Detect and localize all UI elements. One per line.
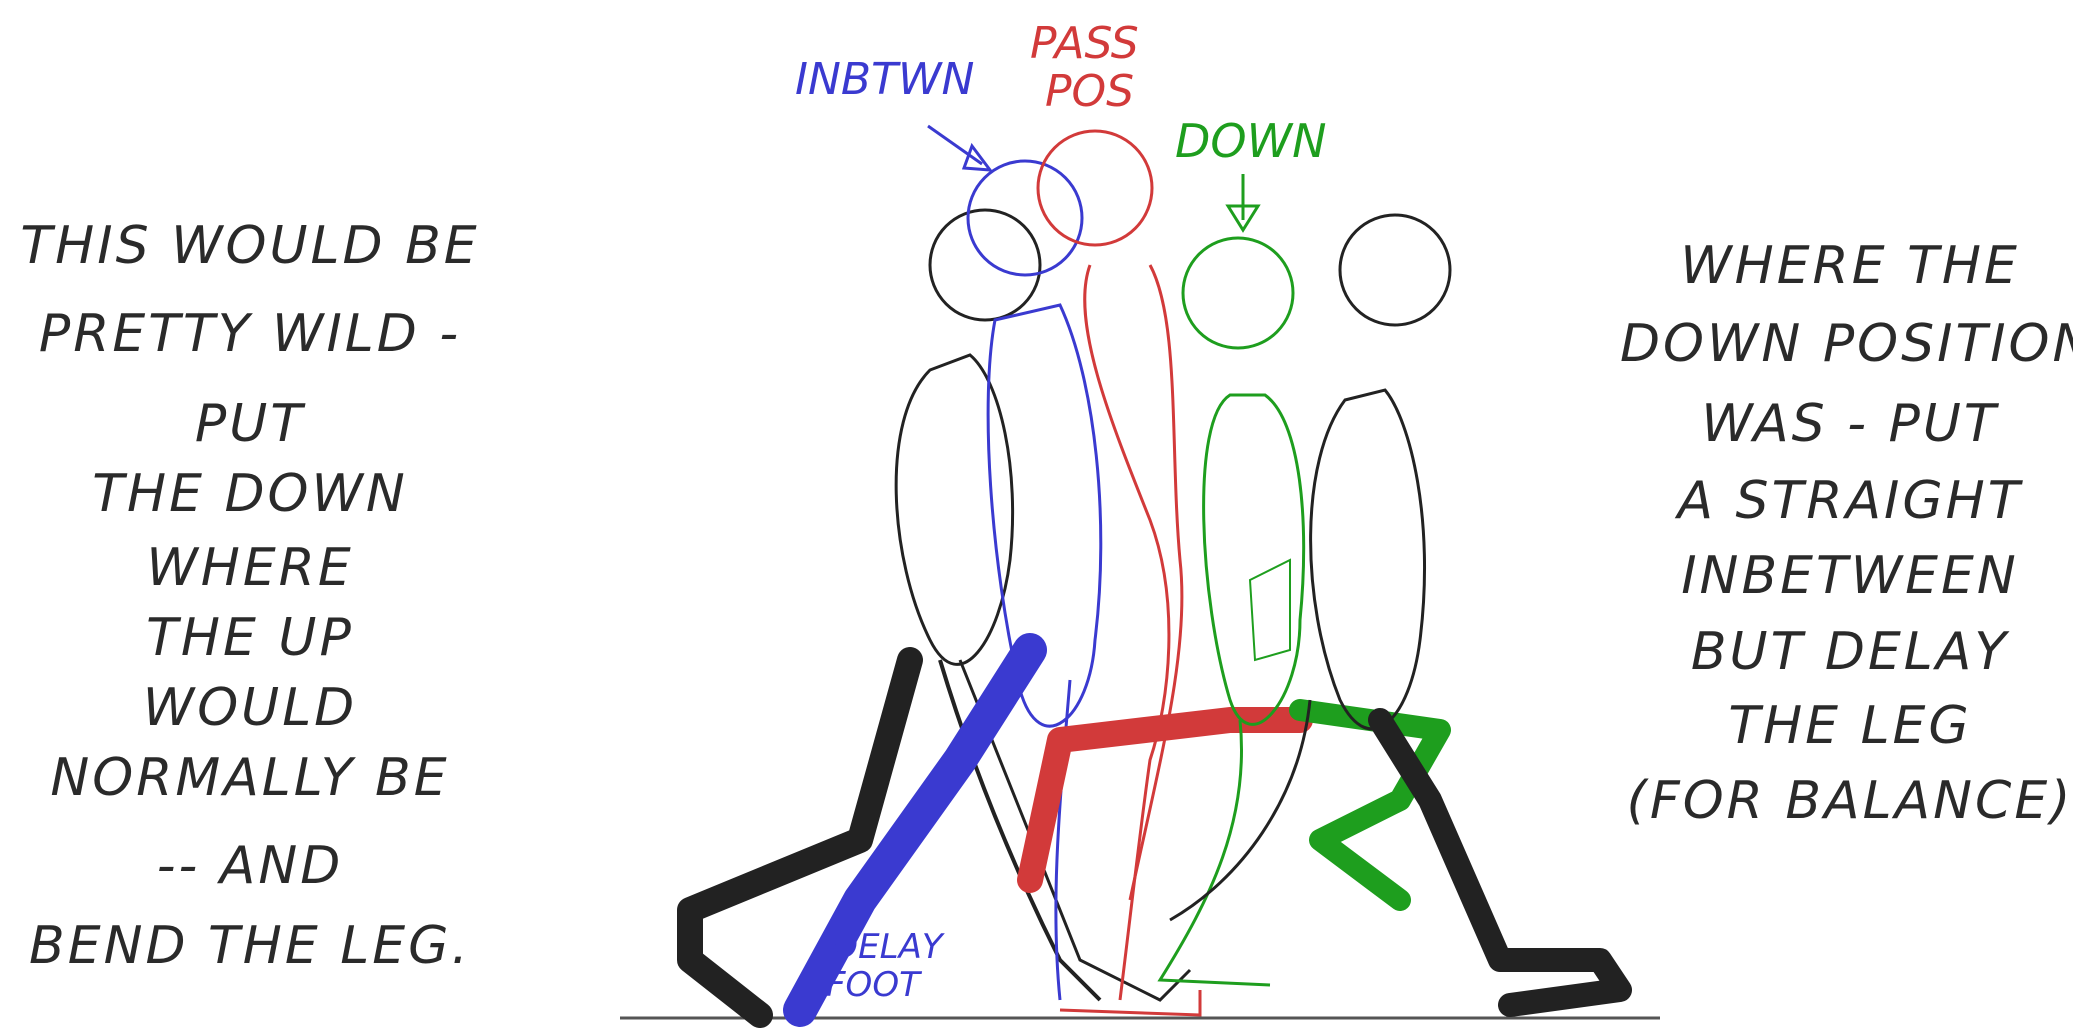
figure-red-passing [1030, 131, 1300, 1015]
foot-red [1060, 990, 1200, 1015]
label-delay-line1: DELAY [832, 930, 943, 964]
figure-green-down [1160, 238, 1440, 985]
label-down: DOWN [1175, 118, 1327, 164]
stride-leg-black-right [1380, 720, 1620, 1005]
head-black-left [930, 210, 1040, 320]
front-leg-green [1160, 720, 1270, 985]
torso-red-back [1130, 265, 1182, 900]
head-black-right [1340, 215, 1450, 325]
inbetween-arrow-icon [920, 120, 1010, 180]
head-red [1038, 131, 1152, 245]
down-arrow-icon [1218, 172, 1268, 237]
hatch-green [1250, 560, 1290, 660]
label-inbetween: INBTWN [795, 58, 974, 102]
torso-black-right [1311, 390, 1425, 729]
label-passing-line2: POS [1045, 70, 1134, 114]
label-delay-line2: FOOT [826, 968, 920, 1002]
torso-black-left [896, 355, 1012, 664]
head-green [1183, 238, 1293, 348]
figure-blue-inbetween [800, 161, 1101, 1010]
label-passing-line1: PASS [1030, 22, 1139, 66]
figure-black-left [690, 210, 1190, 1015]
